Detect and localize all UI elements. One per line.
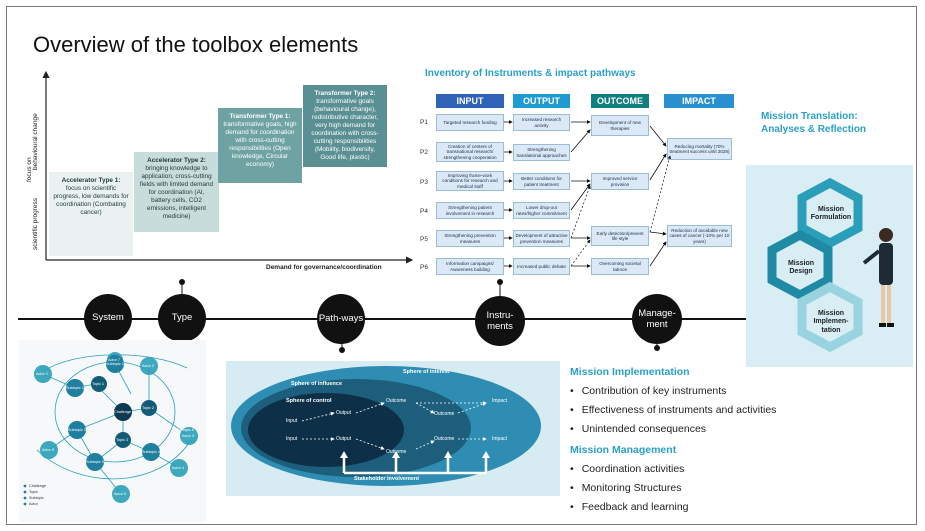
actor-label: Actor 1 [36,372,49,376]
subtopic-label: Subtopic 5 [86,460,104,464]
outcome-label: Outcome [386,449,407,455]
outcome-header: OUTCOME [591,94,649,108]
hex-label-design: Mission Design [787,260,815,276]
input-cell: Creation of centers of transnational res… [436,142,504,162]
input-cell: Strengthening prevention measures [436,230,504,247]
input-cell: Strengthening patient involvement in res… [436,202,504,219]
subtopic-label: Subtopic 2 [106,362,124,366]
actor-label: Actor 6 [114,492,127,496]
outcome-label: Outcome [434,436,455,442]
translation-title: Mission Translation: Analyses & Reflecti… [761,111,867,135]
output-cell: Lower drop-out rates/higher commitment [513,202,570,219]
legend-item: Topic [29,490,38,494]
page-title: Overview of the toolbox elements [33,32,359,57]
input-header: INPUT [436,94,504,108]
row-label: P4 [420,208,428,215]
hex-label-implementation: Mission Implemen-tation [813,310,849,334]
accelerator-type-2-box: Accelerator Type 2:bringing knowledge to… [134,152,219,232]
input-label: Input [286,418,298,424]
outcome-cell: Overcoming societal taboos [591,258,649,275]
implementation-title: Mission Implementation [570,366,690,378]
management-node: Manage-ment [632,294,682,344]
typology-axes [42,70,414,264]
row-label: P6 [420,264,428,271]
type-node: Type [158,294,206,342]
outcome-cell: Development of new therapies [591,115,649,136]
actor-label: Actor 4 [172,466,185,470]
system-network-lines [23,352,198,506]
stakeholder-label: Stakeholder involvement [354,476,420,482]
input-cell: Information campaigns/ Awareness buildin… [436,258,504,275]
implementation-item: Contribution of key instruments [570,385,727,397]
implementation-item: Effectiveness of instruments and activit… [570,404,777,416]
impact-header: IMPACT [664,94,734,108]
management-title: Mission Management [570,444,677,456]
output-label: Output [336,410,352,416]
output-header: OUTPUT [513,94,570,108]
subtopic-label: Subtopic 6 [176,428,194,432]
legend-item: Subtopic [29,496,44,500]
actor-label: Actor 3 [182,434,195,438]
input-label: Input [286,436,298,442]
slide-frame [6,6,917,525]
instruments-node: Instru-ments [475,296,525,346]
management-item: Monitoring Structures [570,482,682,494]
subtopic-label: Subtopic 3 [68,428,86,432]
row-label: P2 [420,149,428,156]
legend-item: Actor [29,502,38,506]
outcome-label: Outcome [386,398,407,404]
spheres-diagram [231,366,541,486]
hex-label-formulation: Mission Formulation [810,206,852,222]
sphere-influence-label: Sphere of influence [291,381,343,387]
management-item: Coordination activities [570,463,685,475]
impact-label: Impact [492,436,508,442]
sphere-control-label: Sphere of control [286,398,332,404]
output-cell: Increased public debate [513,258,570,275]
subtopic-label: Subtopic 1 [66,386,84,390]
topic-label: Topic 3 [116,438,129,442]
input-cell: Targeted research funding [436,114,504,131]
output-cell: Development of attractive prevention mea… [513,230,570,247]
outcome-cell: Early detection/prevent life style [591,226,649,246]
actor-label: Actor 5 [42,448,55,452]
output-label: Output [336,436,352,442]
row-label: P3 [420,179,428,186]
row-label: P1 [420,119,428,126]
x-axis-label: Demand for governance/coordination [266,264,382,271]
topic-label: Topic 2 [142,406,155,410]
input-cell: Improving frame-work conditions for rese… [436,171,504,191]
legend-item: Challenge [29,484,47,488]
system-map-labels: Actor 1 Actor 2 Actor 3 Actor 4 Actor 5 … [19,340,206,522]
impact-pathway-arrows [504,120,671,268]
output-cell: Strengthening translational approaches [513,144,570,161]
impact-cell: Reducing mortality (70% treatment succes… [667,138,732,160]
transformer-type-1-box: Transformer Type 1:transformative goals,… [218,108,302,183]
challenge-label: Challenge [114,410,132,414]
system-node: System [84,294,132,342]
implementation-item: Unintended consequences [570,423,706,435]
mission-hexagons [767,177,894,353]
output-cell: Better conditions for patient treatment [513,173,570,190]
actor-label: Actor 7 [108,358,121,362]
pathways-node: Path-ways [317,294,365,344]
outcome-cell: Improved service provision [591,173,649,190]
y-axis-label-top: behavioural change [32,113,39,170]
y-axis-label-mid: focus on [26,157,33,182]
impact-cell: Reduction of avoidable new cases of canc… [667,225,732,247]
inventory-title: Inventory of Instruments & impact pathwa… [425,68,636,79]
row-label: P5 [420,236,428,243]
impact-label: Impact [492,398,508,404]
topic-label: Topic 1 [92,382,105,386]
timeline-line [18,318,746,320]
output-cell: Increased research activity [513,114,570,131]
accelerator-type-1-box: Accelerator Type 1:focus on scientific p… [49,172,133,256]
actor-label: Actor 2 [142,364,155,368]
transformer-type-2-box: Transformer Type 2:transformative goals … [303,85,387,167]
subtopic-label: Subtopic 4 [142,450,160,454]
y-axis-label-bottom: scientific progress [32,197,39,250]
sphere-interest-label: Sphere of interest [403,369,450,375]
outcome-label: Outcome [434,411,455,417]
management-item: Feedback and learning [570,501,689,513]
